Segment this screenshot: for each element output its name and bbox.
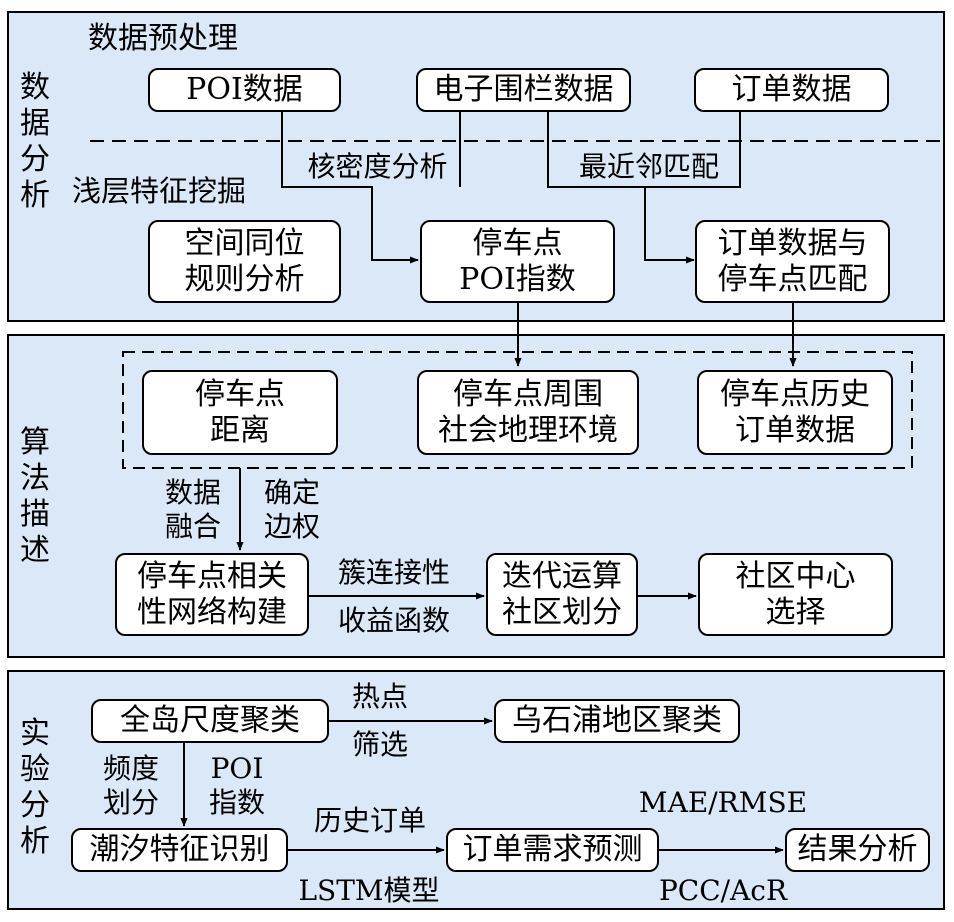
section-title-experiment: 实验分析	[20, 716, 50, 859]
node-order-data: 订单数据	[694, 68, 889, 112]
edge-label-pcc: PCC/AcR	[658, 874, 788, 907]
edge-label-filter: 筛选	[351, 728, 408, 761]
edge-label-poi-idx: POI 指数	[208, 752, 265, 819]
node-result: 结果分析	[785, 828, 930, 872]
edge-label-hotspot: 热点	[351, 680, 408, 713]
edge-label-freq: 频度 划分	[102, 752, 159, 819]
node-order-match: 订单数据与 停车点匹配	[695, 220, 890, 303]
node-environment: 停车点周围 社会地理环境	[417, 370, 639, 455]
edge-label-gain: 收益函数	[337, 604, 450, 637]
node-community: 迭代运算 社区划分	[486, 553, 638, 636]
edge-label-weights: 确定 边权	[263, 476, 320, 543]
edge-label-lstm: LSTM模型	[298, 874, 440, 907]
node-distance: 停车点 距离	[142, 370, 338, 455]
node-history-orders: 停车点历史 订单数据	[697, 370, 893, 455]
section-title-algorithm: 算法描述	[20, 425, 50, 568]
edge-fence-nearest	[547, 111, 645, 188]
node-island-cluster: 全岛尺度聚类	[91, 699, 329, 743]
edge-label-cluster-conn: 簇连接性	[337, 556, 450, 589]
node-wushipu: 乌石浦地区聚类	[494, 699, 740, 743]
edge-label-kde: 核密度分析	[307, 150, 448, 183]
edge-label-hist-order: 历史订单	[313, 804, 426, 837]
node-poi-index: 停车点 POI指数	[420, 220, 615, 303]
node-network: 停车点相关 性网络构建	[115, 553, 309, 636]
node-center-select: 社区中心 选择	[698, 553, 893, 636]
node-tidal: 潮汐特征识别	[71, 828, 288, 872]
edge-label-fusion: 数据 融合	[164, 476, 221, 543]
subtitle-shallow-mining: 浅层特征挖掘	[72, 174, 247, 208]
node-colocation: 空间同位 规则分析	[148, 220, 341, 303]
edge-label-nearest: 最近邻匹配	[578, 150, 719, 183]
node-fence-data: 电子围栏数据	[416, 68, 631, 112]
node-demand: 订单需求预测	[446, 828, 659, 872]
node-poi-data: POI数据	[148, 68, 341, 112]
edge-label-mae: MAE/RMSE	[638, 786, 808, 819]
subtitle-preprocess: 数据预处理	[88, 21, 238, 56]
section-title-data-analysis: 数据分析	[20, 70, 50, 213]
edge-poi-kde	[281, 111, 419, 264]
input-group-box	[122, 351, 913, 469]
edge-order-nearest	[644, 111, 741, 264]
